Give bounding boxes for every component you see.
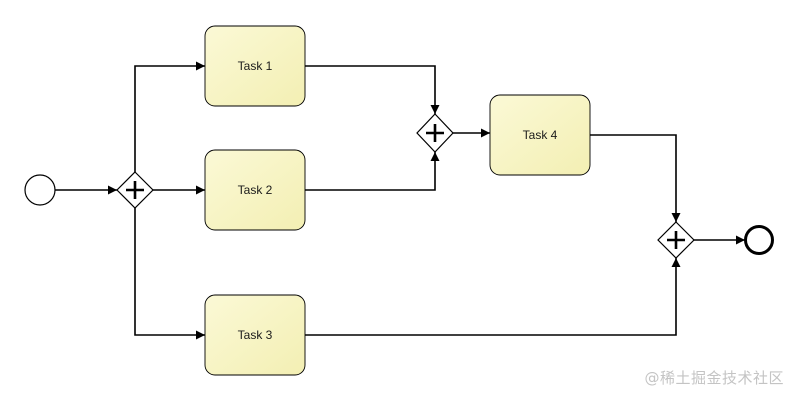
flow-split-to-task1[interactable] xyxy=(134,61,205,172)
plus-icon xyxy=(126,181,144,199)
flow-task4-to-joinall[interactable] xyxy=(590,134,681,222)
plus-icon xyxy=(667,231,685,249)
watermark: @稀土掘金技术社区 xyxy=(644,369,784,387)
task-4-label: Task 4 xyxy=(523,128,558,142)
task-4[interactable]: Task 4 xyxy=(489,94,591,176)
task-3[interactable]: Task 3 xyxy=(204,294,306,376)
parallel-gateway-join-1-2[interactable] xyxy=(416,113,454,153)
parallel-gateway-join-all[interactable] xyxy=(657,221,695,259)
parallel-gateway-split[interactable] xyxy=(116,171,154,209)
end-event[interactable] xyxy=(744,225,774,255)
flow-task2-to-join12[interactable] xyxy=(305,152,440,191)
task-2[interactable]: Task 2 xyxy=(204,149,306,231)
task-2-label: Task 2 xyxy=(238,183,273,197)
task-3-label: Task 3 xyxy=(238,328,273,342)
start-event[interactable] xyxy=(24,174,56,206)
flow-split-to-task3[interactable] xyxy=(134,208,205,340)
task-1[interactable]: Task 1 xyxy=(204,25,306,107)
flow-task1-to-join12[interactable] xyxy=(305,65,440,114)
task-1-label: Task 1 xyxy=(238,59,273,73)
flow-task3-to-joinall[interactable] xyxy=(305,258,681,336)
plus-icon xyxy=(426,124,444,142)
